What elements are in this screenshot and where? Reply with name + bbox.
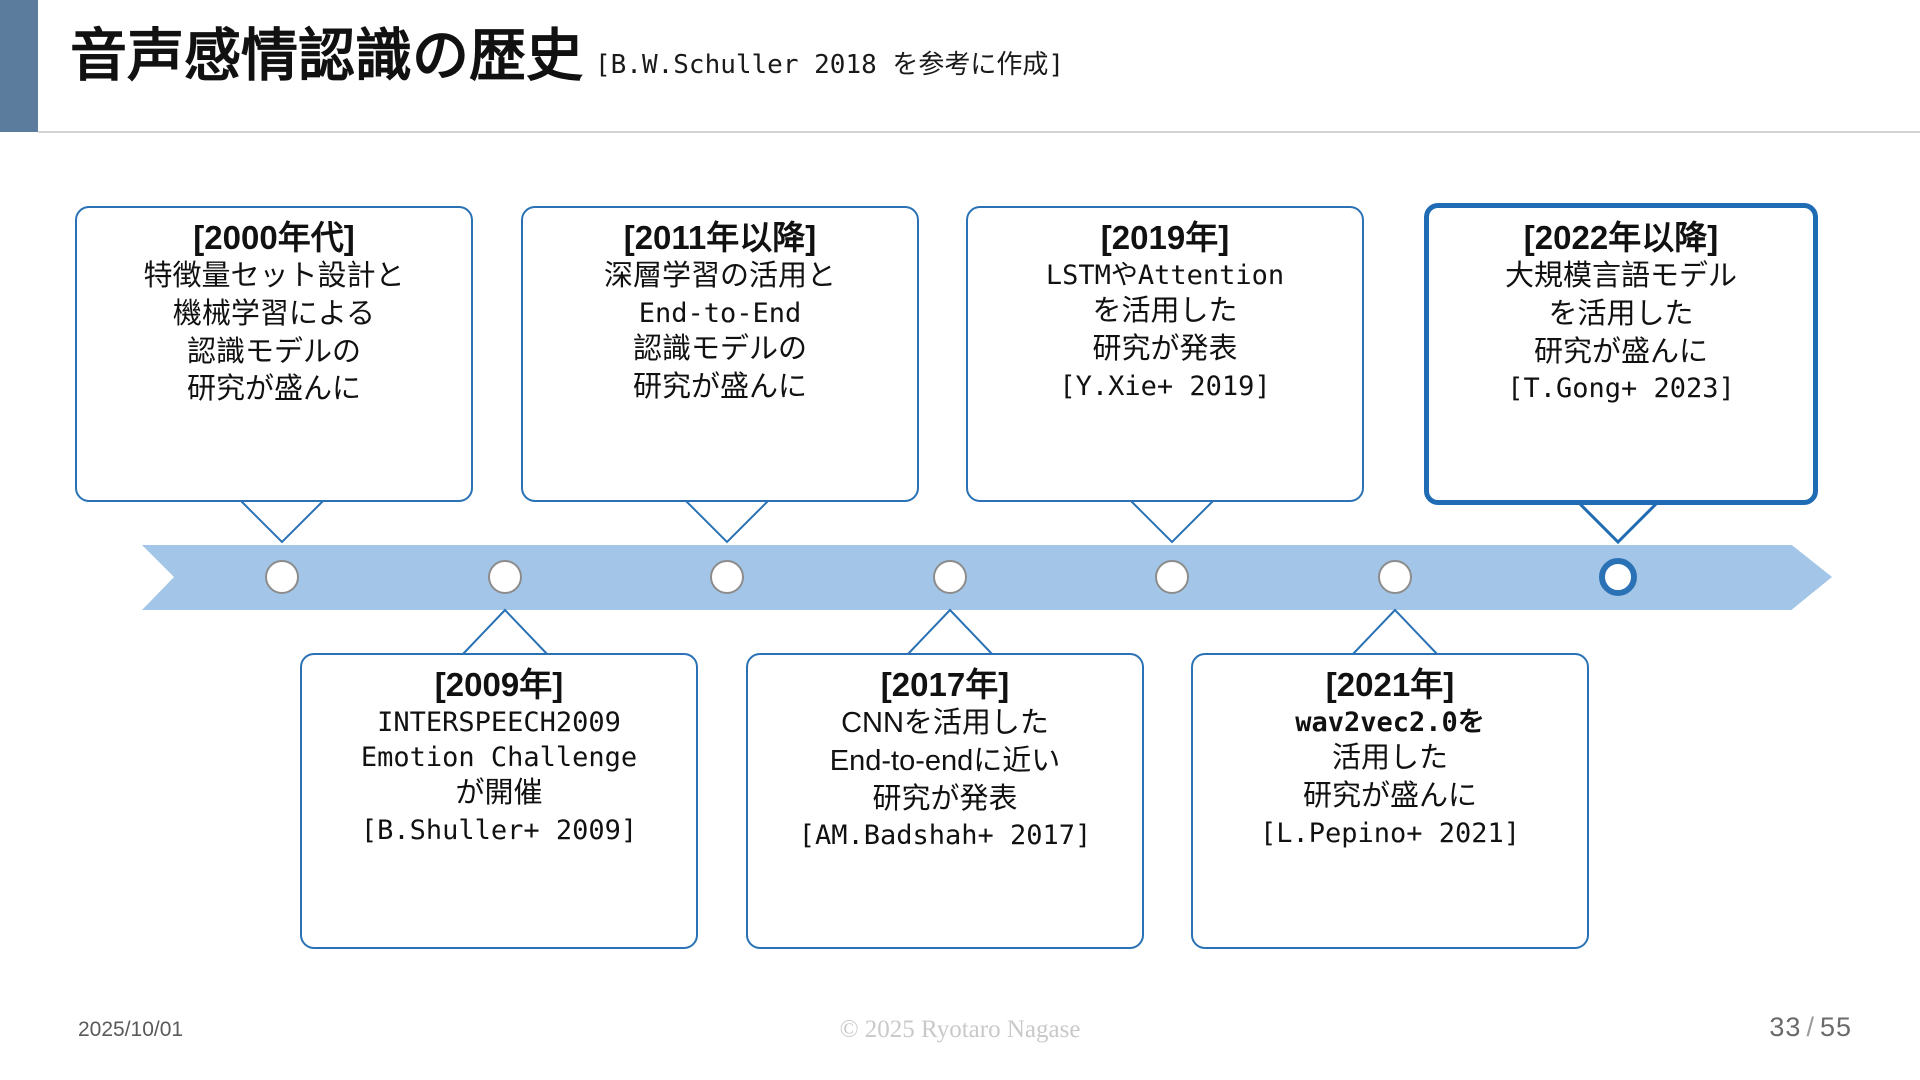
milestone-year: [2017年] (880, 666, 1010, 703)
milestone-line: End-to-endに近い (829, 744, 1061, 777)
milestone-line: が開催 (455, 777, 543, 810)
connector-bottom-2 (840, 608, 1080, 658)
connector-bottom-3 (1285, 608, 1525, 658)
milestone-line: 研究が発表 (872, 782, 1018, 815)
milestone-citation: [T.Gong+ 2023] (1507, 373, 1735, 405)
milestone-year: [2021年] (1325, 666, 1455, 703)
milestone-line: wav2vec2.0を (1295, 707, 1485, 739)
title-row: 音声感情認識の歴史 [B.W.Schuller 2018 を参考に作成] (70, 28, 1064, 85)
milestone-year: [2022年以降] (1523, 219, 1719, 256)
milestone-line: LSTMやAttention (1045, 260, 1285, 292)
footer-copyright: © 2025 Ryotaro Nagase (839, 1016, 1081, 1043)
milestone-line: 研究が盛んに (1302, 780, 1477, 813)
page-title: 音声感情認識の歴史 (70, 24, 583, 88)
milestone-citation: [AM.Badshah+ 2017] (798, 820, 1092, 852)
milestone-citation: [L.Pepino+ 2021] (1259, 817, 1521, 849)
footer-date: 2025/10/01 (78, 1018, 184, 1041)
milestone-card-2021[interactable]: [2021年] wav2vec2.0を 活用した 研究が盛んに [L.Pepin… (1191, 653, 1589, 949)
timeline-node-2[interactable] (488, 560, 522, 594)
timeline-node-4[interactable] (933, 560, 967, 594)
milestone-line: 深層学習の活用と (603, 260, 836, 293)
connector-top-1 (180, 499, 420, 560)
milestone-line: を活用した (1092, 295, 1238, 328)
timeline-node-7-current[interactable] (1599, 558, 1637, 596)
milestone-line: 機械学習による (172, 297, 376, 330)
milestone-citation: [Y.Xie+ 2019] (1059, 370, 1271, 402)
title-accent-bar (0, 0, 38, 132)
connector-top-3 (1070, 499, 1310, 560)
timeline-node-5[interactable] (1155, 560, 1189, 594)
header-divider (38, 131, 1920, 133)
milestone-line: 認識モデルの (186, 335, 361, 368)
milestone-year: [2000年代] (193, 219, 355, 256)
footer-page-indicator: 33/55 (1769, 1012, 1852, 1043)
milestone-line: 研究が盛んに (186, 373, 361, 406)
title-citation-note: [B.W.Schuller 2018 を参考に作成] (595, 50, 1065, 80)
milestone-card-2000s[interactable]: [2000年代] 特徴量セット設計と 機械学習による 認識モデルの 研究が盛んに (75, 206, 473, 502)
page-current: 33 (1769, 1012, 1802, 1042)
milestone-year: [2009年] (434, 666, 564, 703)
milestone-line: End-to-End (638, 297, 802, 329)
milestone-citation: [B.Shuller+ 2009] (360, 815, 638, 847)
timeline-node-1[interactable] (265, 560, 299, 594)
connector-top-4 (1516, 498, 1756, 560)
milestone-line: CNNを活用した (841, 707, 1049, 740)
connector-bottom-1 (395, 608, 635, 658)
milestone-line: 特徴量セット設計と (143, 260, 405, 293)
milestone-line: 研究が盛んに (632, 370, 807, 403)
milestone-card-2011[interactable]: [2011年以降] 深層学習の活用と End-to-End 認識モデルの 研究が… (521, 206, 919, 502)
timeline-node-3[interactable] (710, 560, 744, 594)
milestone-line: 研究が発表 (1092, 333, 1238, 366)
milestone-card-2009[interactable]: [2009年] INTERSPEECH2009 Emotion Challeng… (300, 653, 698, 949)
milestone-year: [2011年以降] (623, 219, 817, 256)
milestone-line: 活用した (1331, 742, 1448, 775)
milestone-line: 研究が盛んに (1533, 335, 1708, 368)
page-separator: / (1806, 1012, 1815, 1042)
milestone-line: Emotion Challenge (360, 742, 638, 774)
milestone-card-2019[interactable]: [2019年] LSTMやAttention を活用した 研究が発表 [Y.Xi… (966, 206, 1364, 502)
connector-top-2 (625, 499, 865, 560)
milestone-line: 大規模言語モデル (1504, 260, 1737, 293)
milestone-line: INTERSPEECH2009 (377, 707, 621, 739)
milestone-year: [2019年] (1100, 219, 1230, 256)
milestone-card-2022-current[interactable]: [2022年以降] 大規模言語モデル を活用した 研究が盛んに [T.Gong+… (1424, 203, 1818, 505)
timeline-node-6[interactable] (1378, 560, 1412, 594)
milestone-card-2017[interactable]: [2017年] CNNを活用した End-to-endに近い 研究が発表 [AM… (746, 653, 1144, 949)
timeline-arrow (142, 545, 1832, 610)
milestone-line: を活用した (1548, 297, 1694, 330)
page-total: 55 (1819, 1012, 1852, 1042)
milestone-line: 認識モデルの (632, 333, 807, 366)
